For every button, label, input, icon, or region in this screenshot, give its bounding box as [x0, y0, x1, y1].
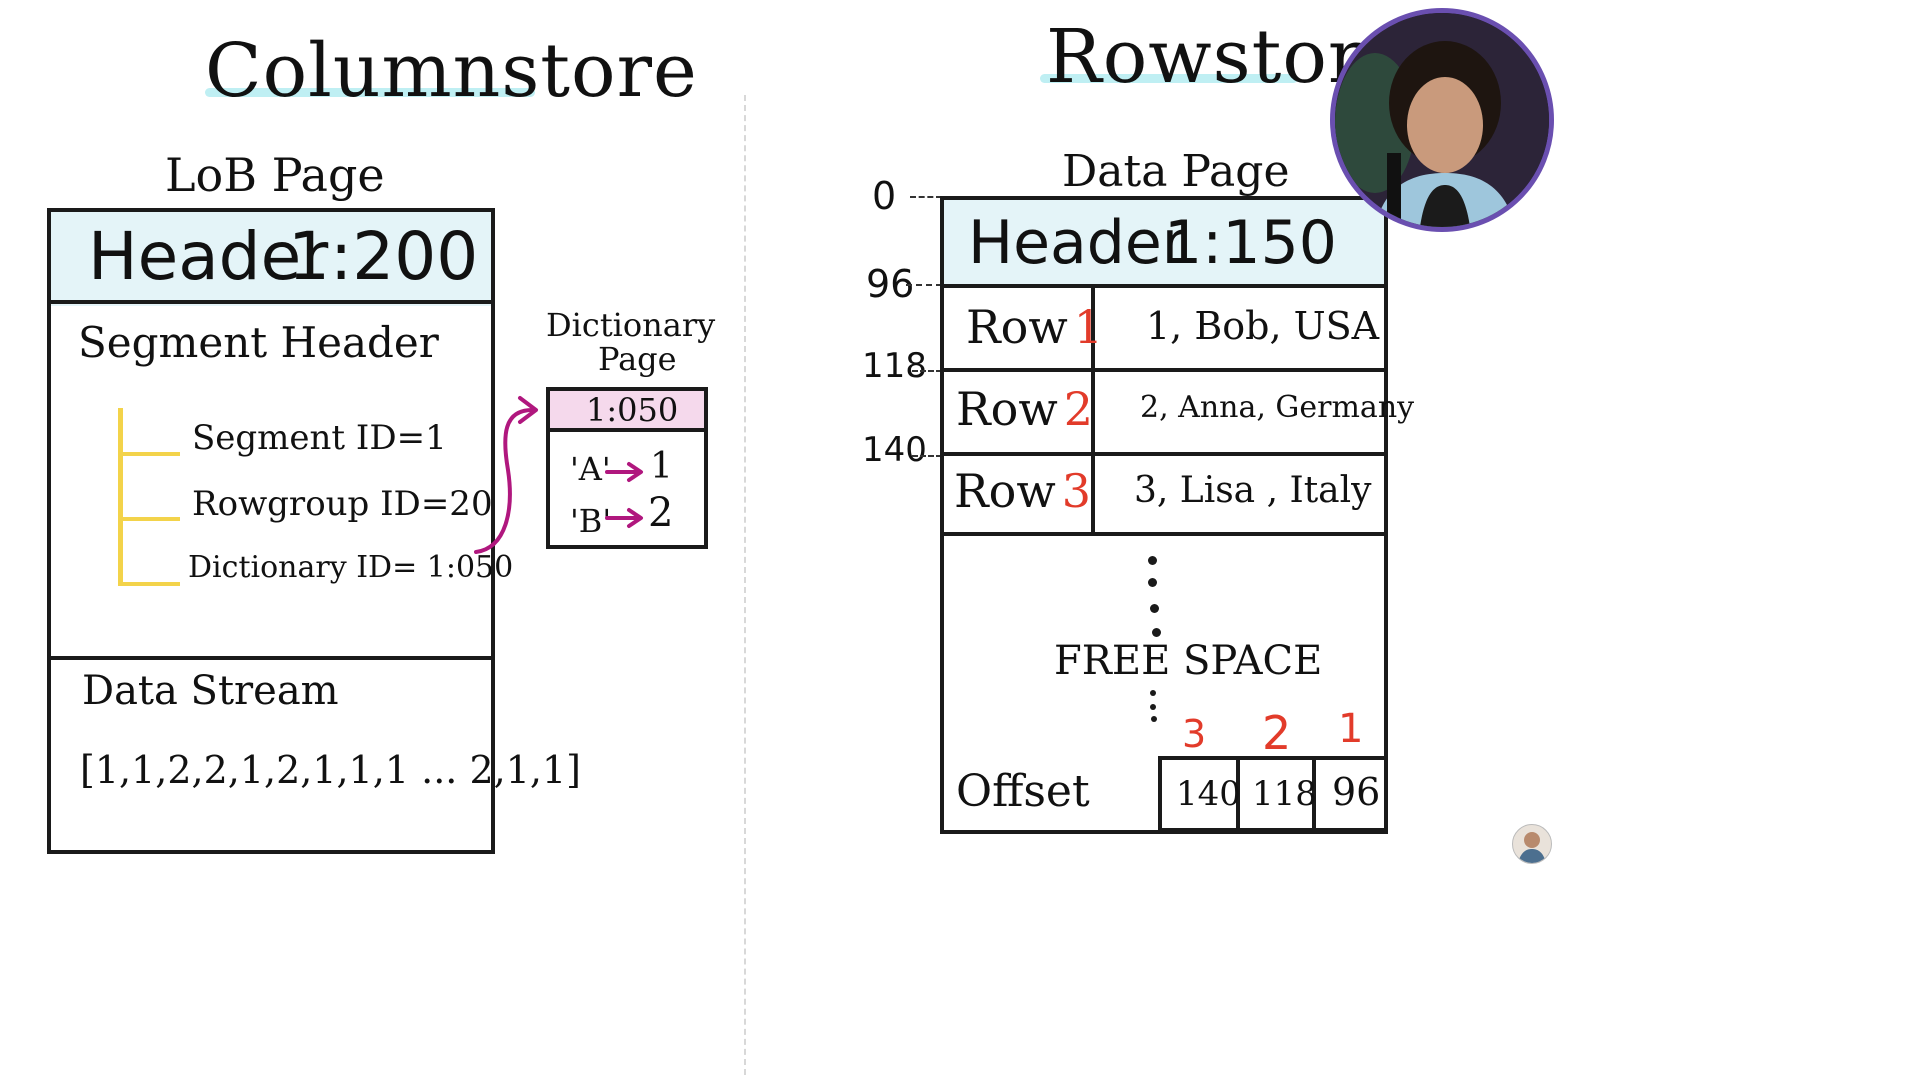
- offset-mark-140: 140: [862, 430, 927, 470]
- dictionary-page-id: 1:050: [586, 391, 679, 429]
- offset-tick-118: [912, 370, 942, 372]
- dictionary-id-item: Dictionary ID= 1:050: [188, 550, 514, 585]
- offset-tick-140: [912, 455, 942, 457]
- dictionary-header-divider: [546, 428, 708, 432]
- continuation-dot: [1148, 578, 1157, 587]
- continuation-dot: [1150, 690, 1156, 696]
- offset-label: Offset: [956, 766, 1090, 817]
- section-divider: [744, 95, 746, 1075]
- dictionary-entry-value: 1: [650, 446, 673, 487]
- dictionary-map-arrow-icon: [605, 462, 643, 482]
- segment-header-label: Segment Header: [78, 318, 439, 367]
- lob-segment-divider: [47, 656, 493, 660]
- row-2-data: 2, Anna, Germany: [1140, 390, 1415, 425]
- dictionary-page-label-line1: Dictionary: [546, 306, 716, 344]
- free-space-label: FREE SPACE: [1054, 638, 1323, 684]
- data-stream-values: [1,1,2,2,1,2,1,1,1 ... 2,1,1]: [80, 748, 581, 792]
- rowstore-title-highlight: [1040, 74, 1298, 83]
- channel-avatar: [1512, 824, 1552, 864]
- segment-id-item: Segment ID=1: [192, 418, 447, 458]
- offset-mark-0: 0: [872, 174, 897, 218]
- dictionary-page-label-line2: Page: [598, 340, 677, 378]
- avatar-icon: [1518, 832, 1546, 863]
- segment-tree-branch-2: [118, 517, 180, 521]
- data-page-header: [944, 200, 1384, 288]
- lob-header-page-id: 1:200: [288, 218, 479, 295]
- lob-header-label: Header: [88, 218, 329, 295]
- row-number: 1: [1073, 300, 1103, 354]
- lob-page-label: LoB Page: [165, 148, 385, 202]
- continuation-dot: [1148, 556, 1157, 565]
- continuation-dot: [1152, 628, 1161, 637]
- lob-header-divider: [47, 300, 493, 304]
- data-header-label: Header: [968, 208, 1187, 278]
- offset-value-140: 140: [1176, 774, 1241, 814]
- row-number: 3: [1061, 464, 1091, 518]
- offset-index-3: 3: [1182, 712, 1207, 756]
- row-divider-3: [940, 532, 1386, 536]
- row-divider-1: [940, 368, 1386, 372]
- dictionary-map-arrow-icon: [605, 508, 643, 528]
- offset-tick-96: [906, 284, 942, 286]
- data-header-page-id: 1:150: [1164, 208, 1337, 278]
- dictionary-entry-value: 2: [648, 490, 674, 536]
- offset-tick-0: [910, 196, 942, 198]
- dictionary-entry-key: 'B': [570, 502, 612, 540]
- data-stream-label: Data Stream: [82, 668, 339, 714]
- offset-array: [1158, 756, 1388, 832]
- continuation-dot: [1151, 716, 1157, 722]
- presenter-icon: [1335, 13, 1549, 227]
- presenter-webcam: [1330, 8, 1554, 232]
- dictionary-page-header: [550, 391, 704, 429]
- columnstore-title: Columnstore: [205, 28, 698, 114]
- offset-value-96: 96: [1332, 770, 1381, 814]
- data-page-label: Data Page: [1062, 146, 1290, 197]
- rowgroup-id-item: Rowgroup ID=20: [192, 484, 493, 524]
- continuation-dot: [1150, 704, 1156, 710]
- offset-index-2: 2: [1262, 706, 1292, 760]
- segment-tree-branch-1: [118, 452, 180, 456]
- offset-mark-118: 118: [862, 346, 927, 386]
- row-divider-2: [940, 452, 1386, 456]
- offset-value-118: 118: [1252, 774, 1317, 814]
- lob-page: [47, 208, 495, 854]
- dictionary-entry-key: 'A': [570, 450, 611, 488]
- offset-cell-divider: [1312, 756, 1316, 832]
- dictionary-link-arrow: [474, 396, 538, 554]
- offset-cell-divider: [1236, 756, 1240, 832]
- columnstore-title-highlight: [205, 88, 535, 97]
- row-number: 2: [1063, 382, 1093, 436]
- lob-page-header: [51, 212, 491, 306]
- row-column-divider: [1091, 284, 1095, 534]
- offset-index-1: 1: [1338, 706, 1364, 752]
- data-header-divider: [940, 284, 1386, 288]
- dictionary-page: [546, 387, 708, 549]
- continuation-dot: [1150, 604, 1159, 613]
- data-page: [940, 196, 1388, 834]
- row-1-data: 1, Bob, USA: [1146, 304, 1380, 348]
- segment-tree-trunk: [118, 408, 123, 586]
- segment-tree-branch-3: [118, 582, 180, 586]
- row-3-data: 3, Lisa , Italy: [1134, 470, 1372, 511]
- row-label-text: Row: [966, 300, 1068, 354]
- row-label-text: Row: [956, 382, 1058, 436]
- row-label-text: Row: [954, 464, 1056, 518]
